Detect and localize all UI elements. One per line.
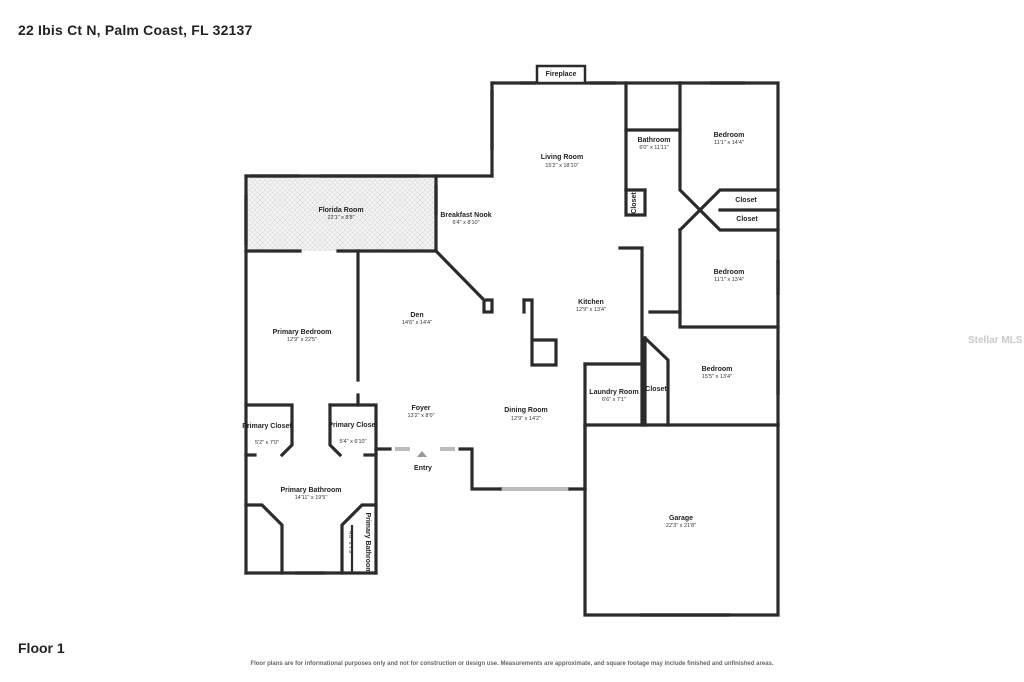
room-dim-primary-bed: 12'9" x 22'5" xyxy=(287,337,317,343)
room-dim-bed4: 15'5" x 13'4" xyxy=(702,374,732,380)
windows xyxy=(244,81,780,617)
room-dim-den: 14'6" x 14'4" xyxy=(402,320,432,326)
room-label-fireplace: Fireplace xyxy=(546,71,577,78)
room-dim-garage: 22'3" x 21'8" xyxy=(666,523,696,529)
room-label-primary-bath: Primary Bathroom xyxy=(280,487,341,494)
room-label-kitchen: Kitchen xyxy=(578,299,604,306)
room-dim-bed2: 11'1" x 14'4" xyxy=(714,140,744,146)
room-label-bed3: Bedroom xyxy=(714,269,745,276)
room-label-laundry: Laundry Room xyxy=(589,389,638,396)
room-label-primary-closet1: Primary Closet xyxy=(242,423,292,430)
room-label-bed2: Bedroom xyxy=(714,132,745,139)
walls xyxy=(244,81,780,617)
entry-arrow-icon xyxy=(417,451,427,457)
room-dim-bath2: 6'0" x 11'11" xyxy=(639,145,668,151)
room-dim-foyer: 13'2" x 8'0" xyxy=(407,413,434,419)
room-dim-laundry: 6'6" x 7'1" xyxy=(602,397,626,403)
room-dim-primary-closet2: 5'4" x 6'10" xyxy=(339,439,366,445)
room-dim-living: 15'2" x 18'10" xyxy=(545,163,578,169)
fireplace-box xyxy=(535,64,587,85)
room-dim-bed3: 11'1" x 13'4" xyxy=(714,277,744,283)
room-dim-primary-bath-small: 4'0" x 7'9" xyxy=(347,531,353,555)
room-label-dining: Dining Room xyxy=(504,407,548,414)
room-label-closet-c: Closet xyxy=(736,216,758,223)
room-label-foyer: Foyer xyxy=(411,405,430,412)
room-dim-florida: 22'1" x 8'8" xyxy=(327,215,354,221)
room-label-living: Living Room xyxy=(541,154,583,161)
room-dim-kitchen: 12'9" x 13'4" xyxy=(576,307,606,313)
disclaimer-text: Floor plans are for informational purpos… xyxy=(250,661,774,667)
room-dim-primary-bath: 14'11" x 19'5" xyxy=(295,495,328,501)
room-label-closet-a: Closet xyxy=(631,192,638,214)
entry-label: Entry xyxy=(414,465,432,472)
room-label-breakfast: Breakfast Nook xyxy=(440,212,491,219)
florida-room-floor xyxy=(246,176,436,251)
room-label-bath2: Bathroom xyxy=(637,137,670,144)
room-label-closet-b: Closet xyxy=(735,197,757,204)
room-label-den: Den xyxy=(410,312,423,319)
room-label-closet-d: Closet xyxy=(645,386,667,393)
address-title: 22 Ibis Ct N, Palm Coast, FL 32137 xyxy=(18,22,253,38)
room-label-garage: Garage xyxy=(669,515,693,522)
floor-label: Floor 1 xyxy=(18,640,65,656)
room-dim-breakfast: 6'4" x 8'10" xyxy=(452,220,479,226)
room-label-primary-bath-small: Primary Bathroom xyxy=(364,512,371,573)
room-dim-primary-closet1: 5'2" x 7'0" xyxy=(255,440,279,446)
watermark: Stellar MLS xyxy=(968,335,1023,346)
room-label-primary-bed: Primary Bedroom xyxy=(273,329,332,336)
room-label-primary-closet2: Primary Closet xyxy=(328,422,378,429)
room-label-bed4: Bedroom xyxy=(702,366,733,373)
room-label-florida: Florida Room xyxy=(318,207,363,214)
room-labels: Fireplace Living Room 15'2" x 18'10" Bat… xyxy=(242,71,758,574)
room-dim-dining: 12'9" x 14'2" xyxy=(511,416,541,422)
